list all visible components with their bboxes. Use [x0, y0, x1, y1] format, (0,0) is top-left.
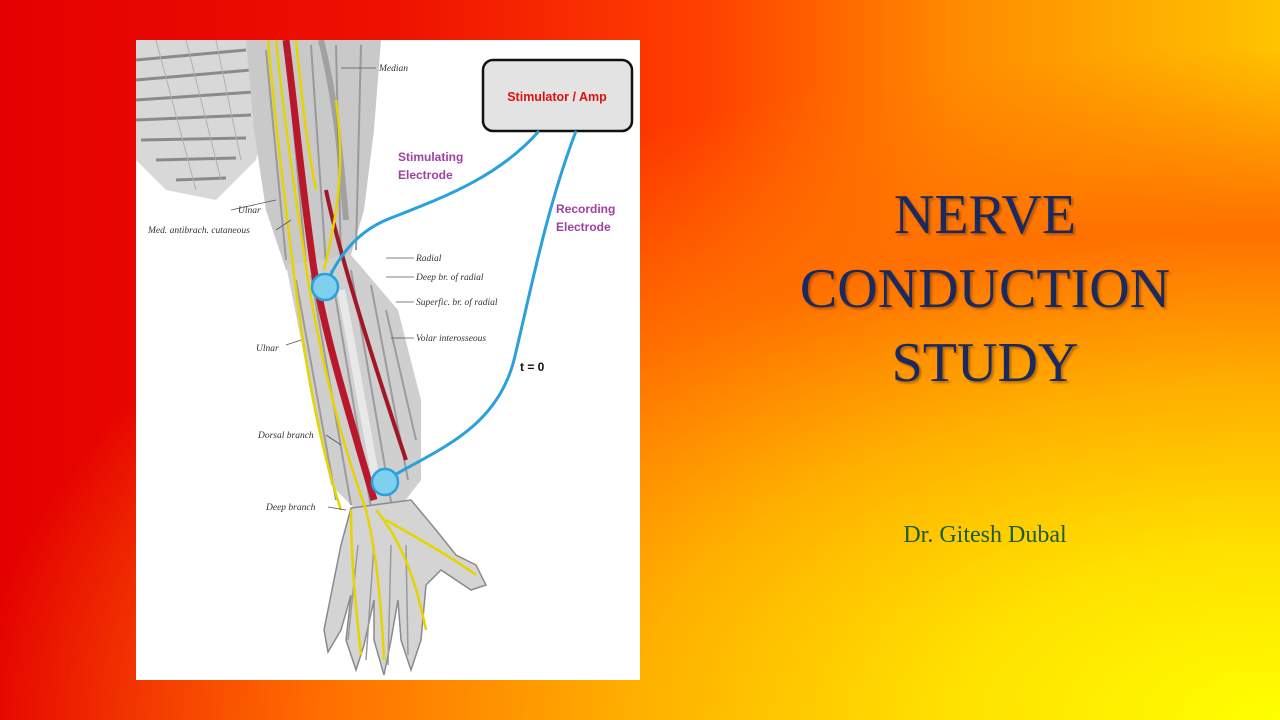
title-line-3: STUDY — [891, 332, 1079, 394]
label-volar-interosseous: Volar interosseous — [416, 334, 486, 344]
recording-label-line1: Recording — [556, 202, 615, 216]
title-line-2: CONDUCTION — [799, 258, 1171, 320]
stimulating-lead-wire — [323, 130, 541, 288]
stimulating-electrode — [310, 272, 340, 302]
title-line-1: NERVE — [893, 184, 1077, 246]
stimulating-label-line1: Stimulating — [398, 150, 463, 164]
hand — [323, 499, 488, 676]
arm-anatomy-illustration: Median Ulnar Med. antibrach. cutaneous R… — [136, 40, 634, 676]
recording-electrode — [370, 467, 400, 497]
nerve-conduction-diagram: Median Ulnar Med. antibrach. cutaneous R… — [136, 40, 640, 680]
label-median: Median — [378, 64, 408, 74]
nerves — [266, 40, 477, 661]
artery — [282, 40, 378, 501]
label-dorsal-branch: Dorsal branch — [257, 431, 314, 441]
label-med-antibrach-cutaneous: Med. antibrach. cutaneous — [147, 226, 250, 236]
stimulator-amp-box: Stimulator / Amp — [481, 58, 634, 133]
label-ulnar-lower: Ulnar — [256, 344, 279, 354]
stimulating-label-line2: Electrode — [398, 168, 453, 182]
label-deep-br-radial: Deep br. of radial — [415, 272, 484, 283]
stimulator-amp-label: Stimulator / Amp — [507, 90, 607, 104]
author-name: Dr. Gitesh Dubal — [903, 522, 1067, 548]
label-deep-branch: Deep branch — [265, 503, 316, 513]
shoulder-muscles — [136, 40, 276, 200]
recording-label-line2: Electrode — [556, 220, 611, 234]
label-radial: Radial — [415, 254, 442, 264]
label-superfic-br-radial: Superfic. br. of radial — [416, 297, 498, 308]
label-ulnar-upper: Ulnar — [238, 206, 261, 216]
recording-lead-wire — [385, 130, 578, 482]
slide-title: NERVE CONDUCTION STUDY — [745, 178, 1225, 400]
time-zero-label: t = 0 — [520, 360, 545, 374]
artery-branch — [324, 189, 408, 461]
label-leaders — [230, 67, 414, 511]
